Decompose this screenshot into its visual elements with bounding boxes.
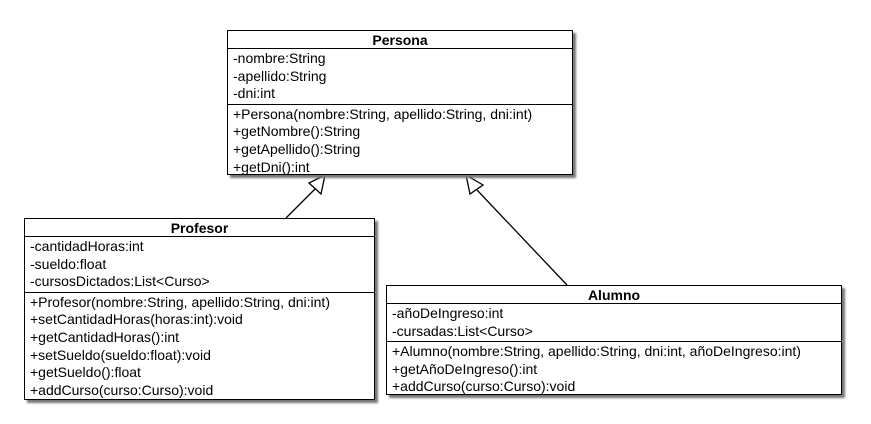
alumno-methods: +Alumno(nombre:String, apellido:String, … — [387, 341, 841, 397]
method: +setSueldo(sueldo:float):void — [30, 346, 211, 363]
class-name-profesor: Profesor — [25, 219, 374, 237]
persona-attributes: -nombre:String -apellido:String -dni:int — [228, 49, 572, 104]
method: +Persona(nombre:String, apellido:String,… — [233, 105, 533, 122]
attribute: -cantidadHoras:int — [30, 238, 144, 254]
attribute: -nombre:String — [233, 50, 326, 66]
method: +addCurso(curso:Curso):void — [30, 381, 214, 398]
method: +getSueldo():float — [30, 364, 141, 381]
persona-methods: +Persona(nombre:String, apellido:String,… — [228, 103, 572, 177]
profesor-methods: +Profesor(nombre:String, apellido:String… — [25, 291, 374, 401]
method: +getNombre():String — [233, 123, 361, 140]
class-profesor: Profesor -cantidadHoras:int -sueldo:floa… — [24, 218, 375, 400]
alumno-generalization-arrowhead — [465, 173, 485, 196]
profesor-inherits-persona-line — [285, 187, 317, 219]
attribute: -cursosDictados:List<Curso> — [30, 273, 210, 290]
attribute: -añoDeIngreso:int — [392, 305, 504, 321]
class-alumno: Alumno -añoDeIngreso:int -cursadas:List<… — [386, 285, 842, 395]
class-name-alumno: Alumno — [387, 286, 841, 304]
attribute: -sueldo:float — [30, 255, 107, 272]
alumno-inherits-persona-line — [476, 189, 568, 286]
profesor-generalization-arrowhead — [307, 173, 326, 196]
method: +getAñoDeIngreso():int — [392, 360, 538, 377]
class-name-persona: Persona — [228, 31, 572, 49]
alumno-attributes: -añoDeIngreso:int -cursadas:List<Curso> — [387, 304, 841, 341]
method: +getDni():int — [233, 158, 310, 175]
class-persona: Persona -nombre:String -apellido:String … — [227, 30, 573, 175]
method: +addCurso(curso:Curso):void — [392, 378, 576, 395]
attribute: -cursadas:List<Curso> — [392, 322, 533, 339]
method: +Alumno(nombre:String, apellido:String, … — [392, 343, 801, 360]
method: +getCantidadHoras():int — [30, 328, 180, 345]
attribute: -dni:int — [233, 85, 276, 102]
attribute: -apellido:String — [233, 67, 327, 84]
method: +Profesor(nombre:String, apellido:String… — [30, 293, 330, 310]
profesor-attributes: -cantidadHoras:int -sueldo:float -cursos… — [25, 237, 374, 292]
method: +getApellido():String — [233, 140, 361, 157]
method: +setCantidadHoras(horas:int):void — [30, 311, 243, 328]
